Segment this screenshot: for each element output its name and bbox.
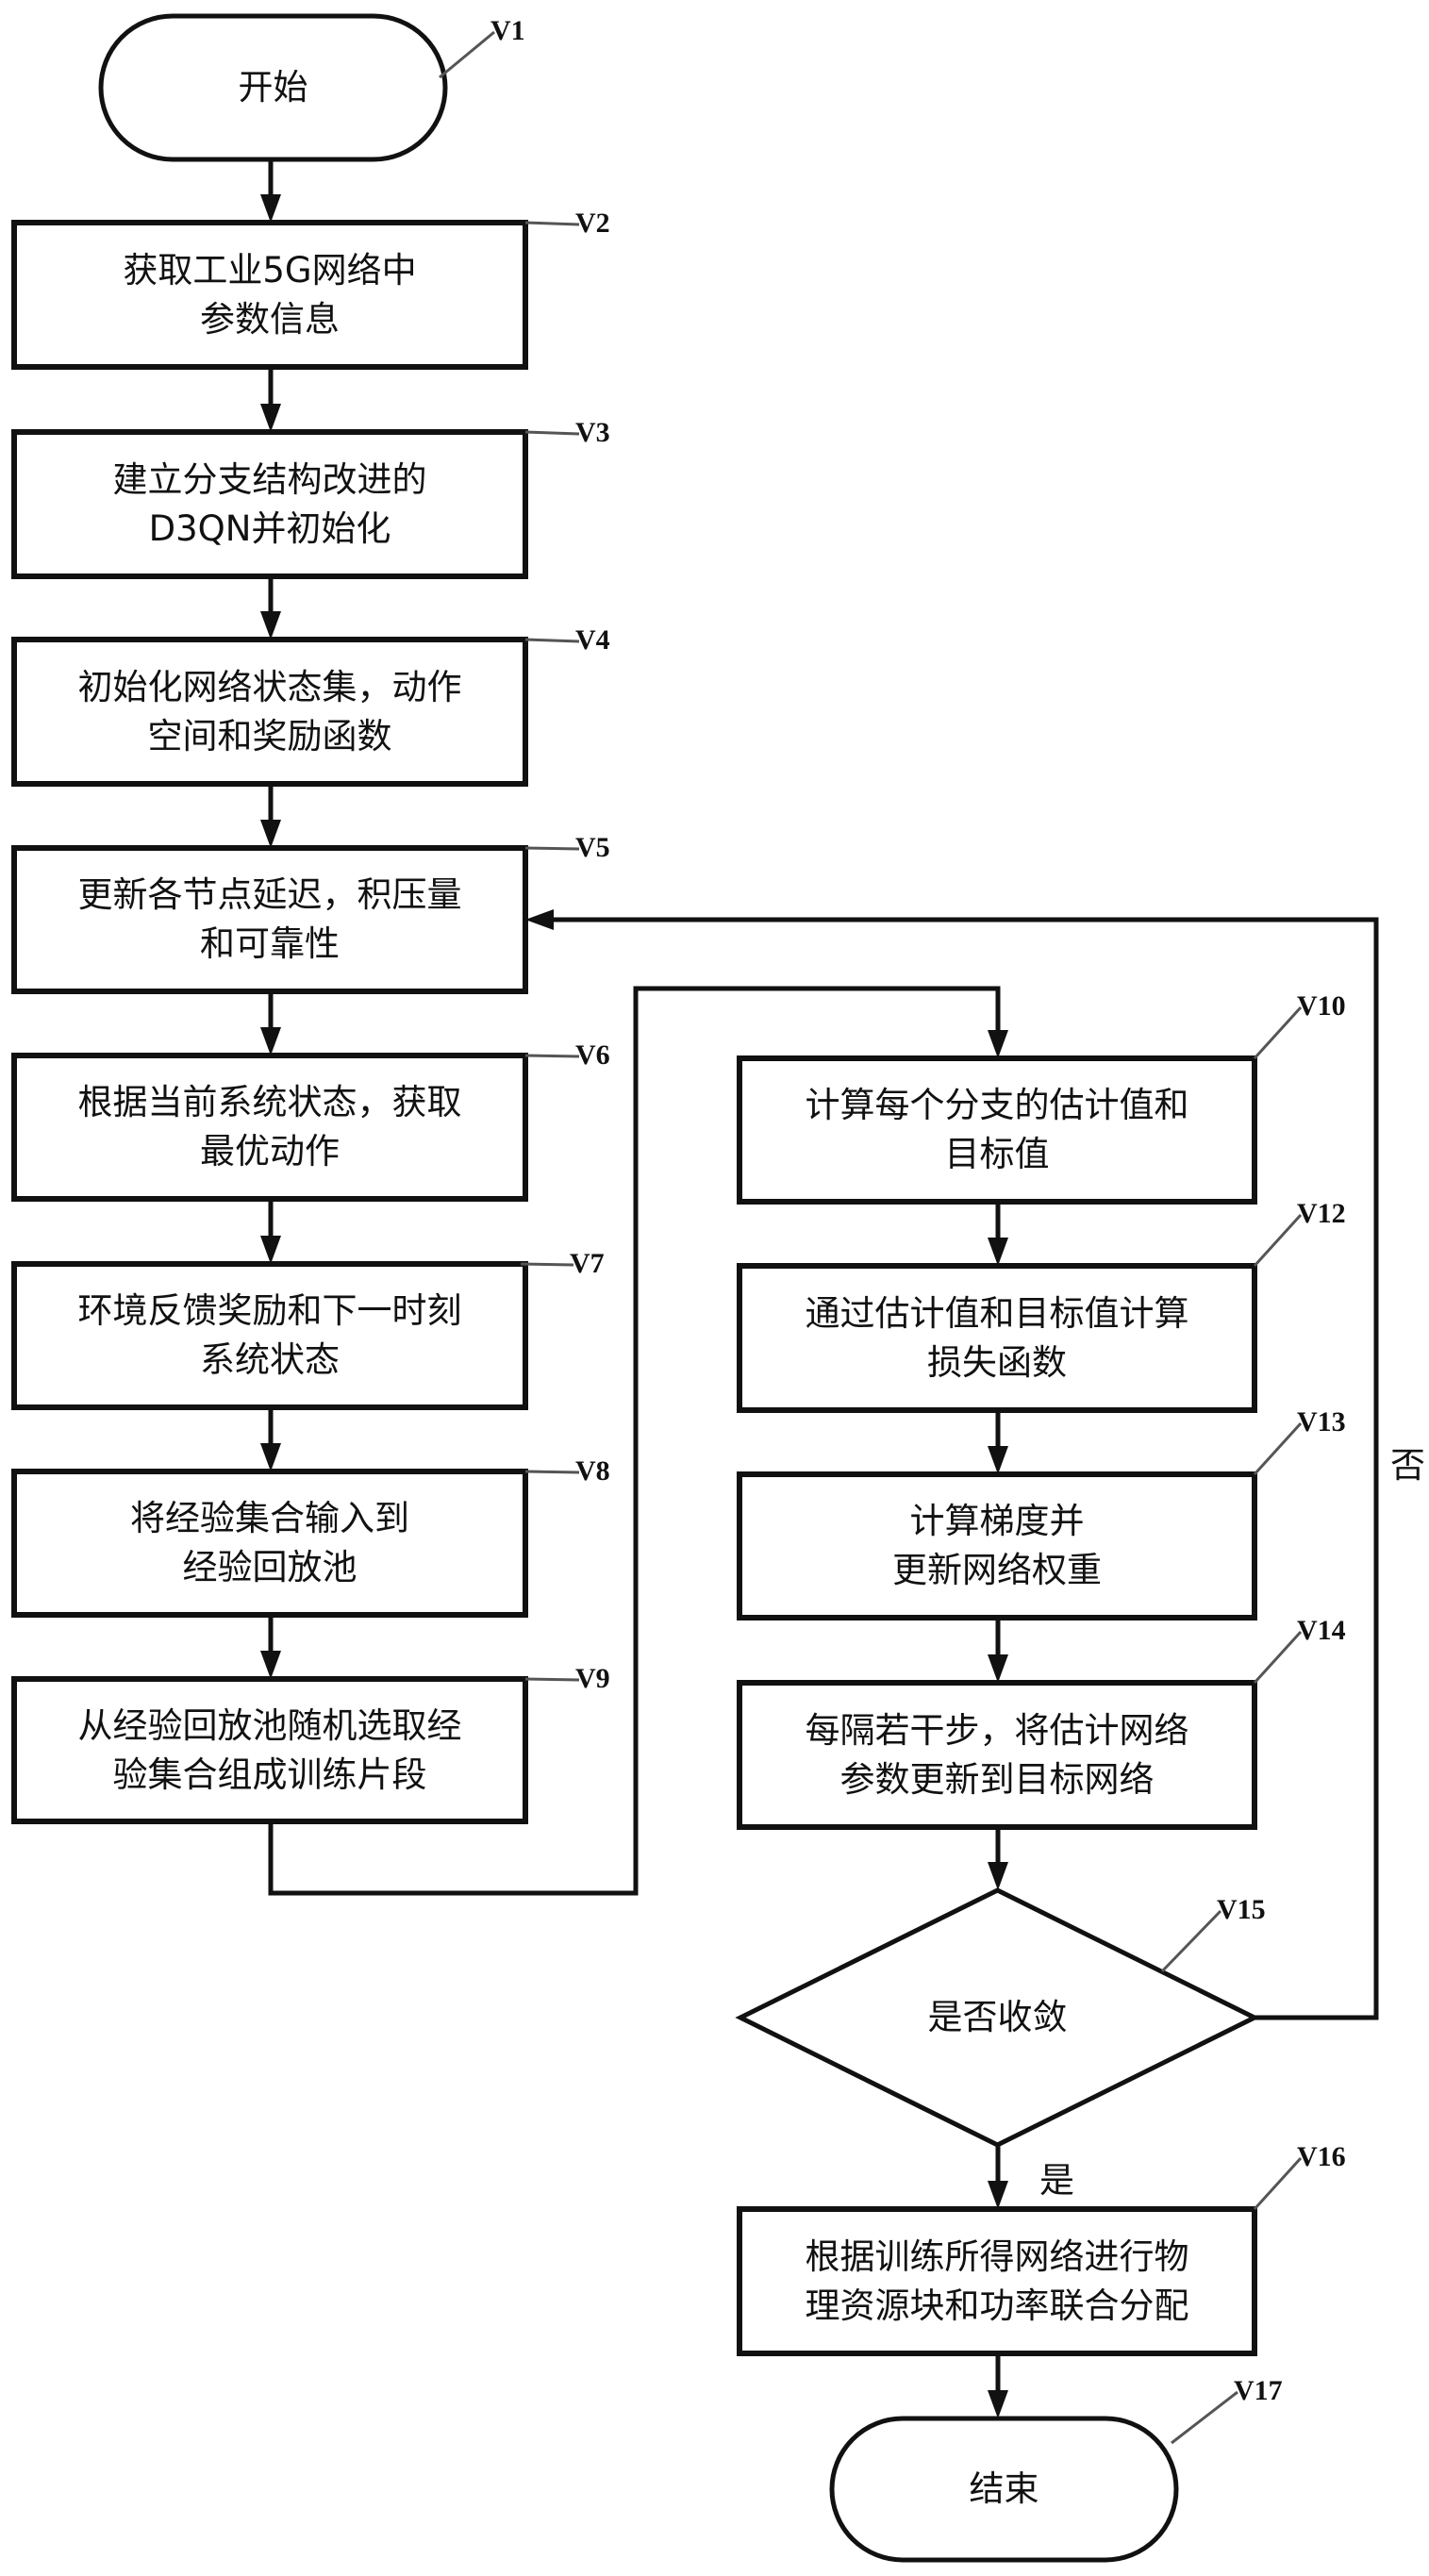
node-v7-text: 环境反馈奖励和下一时刻 系统状态 [77, 1290, 462, 1380]
step-label-v9: V9 [575, 1663, 610, 1694]
arrowhead-icon [260, 611, 281, 640]
node-v14-text: 每隔若干步，将估计网络 参数更新到目标网络 [805, 1709, 1189, 1800]
node-v14-shape [737, 1680, 1257, 1830]
node-v8-text: 将经验集合输入到 经验回放池 [130, 1498, 409, 1587]
edge-v15-v5-no [554, 917, 1379, 2020]
node-v4-shape [11, 637, 528, 787]
step-label-v4: V4 [575, 624, 610, 656]
node-v6-text: 根据当前系统状态，获取 最优动作 [77, 1082, 462, 1172]
arrowhead-icon [260, 1236, 281, 1264]
leader-line-v12 [1253, 1213, 1303, 1268]
node-v17-text: 结束 [969, 2468, 1039, 2509]
leader-line-v10 [1253, 1005, 1303, 1060]
step-label-v16: V16 [1297, 2141, 1346, 2172]
leader-line-v4 [524, 638, 580, 643]
node-v9-text: 从经验回放池随机选取经 验集合组成训练片段 [77, 1704, 462, 1795]
leader-line-v7 [520, 1262, 574, 1267]
node-v16-text: 根据训练所得网络进行物 理资源块和功率联合分配 [805, 2235, 1189, 2326]
step-label-v1: V1 [490, 15, 525, 46]
step-label-v5: V5 [575, 832, 610, 863]
step-label-v2: V2 [575, 208, 610, 239]
arrowhead-icon [260, 194, 281, 223]
arrowhead-icon [988, 1238, 1008, 1266]
step-label-v8: V8 [575, 1455, 610, 1487]
node-v15-text: 是否收敛 [927, 1997, 1068, 2037]
node-v10-text: 计算每个分支的估计值和 目标值 [805, 1085, 1189, 1174]
arrowhead-icon [260, 404, 281, 432]
leader-line-v15 [1160, 1909, 1222, 1973]
leader-line-v6 [524, 1054, 580, 1058]
arrowhead-icon [525, 909, 554, 930]
node-v2-text: 获取工业5G网络中 参数信息 [123, 249, 417, 340]
node-v12-text: 通过估计值和目标值计算 损失函数 [805, 1292, 1189, 1383]
branch-label-no: 否 [1390, 1445, 1425, 1486]
node-v4-text: 初始化网络状态集，动作 空间和奖励函数 [77, 666, 462, 756]
arrowhead-icon [988, 1030, 1008, 1058]
node-v8-shape [11, 1469, 528, 1618]
arrowhead-icon [988, 1446, 1008, 1474]
step-label-v17: V17 [1234, 2375, 1283, 2406]
leader-line-v16 [1253, 2156, 1303, 2211]
arrowhead-icon [988, 1862, 1008, 1890]
arrowhead-icon [260, 1027, 281, 1055]
leader-line-v2 [524, 221, 580, 226]
leader-line-v5 [524, 846, 580, 851]
leader-line-v17 [1171, 2390, 1238, 2445]
leader-line-v3 [524, 430, 580, 436]
step-label-v12: V12 [1297, 1198, 1346, 1229]
leader-line-v14 [1253, 1630, 1303, 1685]
step-label-v6: V6 [575, 1039, 610, 1071]
node-v9-shape [11, 1676, 528, 1824]
node-v1-text: 开始 [238, 67, 308, 108]
arrowhead-icon [260, 1651, 281, 1679]
node-v17-shape [829, 2416, 1179, 2563]
arrowhead-icon [988, 2390, 1008, 2418]
node-v10-shape [737, 1055, 1257, 1205]
leader-line-v8 [524, 1470, 580, 1474]
leader-line-v13 [1253, 1421, 1303, 1476]
step-label-v15: V15 [1217, 1894, 1266, 1925]
arrowhead-icon [260, 1443, 281, 1471]
arrowhead-icon [988, 1654, 1008, 1683]
node-v5-text: 更新各节点延迟，积压量 和可靠性 [77, 874, 462, 964]
arrowhead-icon [260, 820, 281, 848]
node-v2-shape [11, 220, 528, 370]
step-label-v13: V13 [1297, 1406, 1346, 1438]
node-v13-text: 计算梯度并 更新网络权重 [892, 1501, 1102, 1590]
edge-v9-v10 [268, 986, 1001, 1896]
node-v6-shape [11, 1053, 528, 1202]
node-v13-shape [737, 1471, 1257, 1620]
step-label-v3: V3 [575, 417, 610, 448]
step-label-v10: V10 [1297, 990, 1346, 1022]
step-label-v14: V14 [1297, 1615, 1346, 1646]
node-v3-text: 建立分支结构改进的 D3QN并初始化 [112, 458, 427, 549]
leader-line-v1 [439, 30, 495, 79]
arrowhead-icon [988, 2181, 1008, 2209]
node-v16-shape [737, 2206, 1257, 2356]
leader-line-v9 [524, 1677, 580, 1682]
branch-label-yes: 是 [1039, 2160, 1074, 2201]
step-label-v7: V7 [570, 1248, 605, 1279]
